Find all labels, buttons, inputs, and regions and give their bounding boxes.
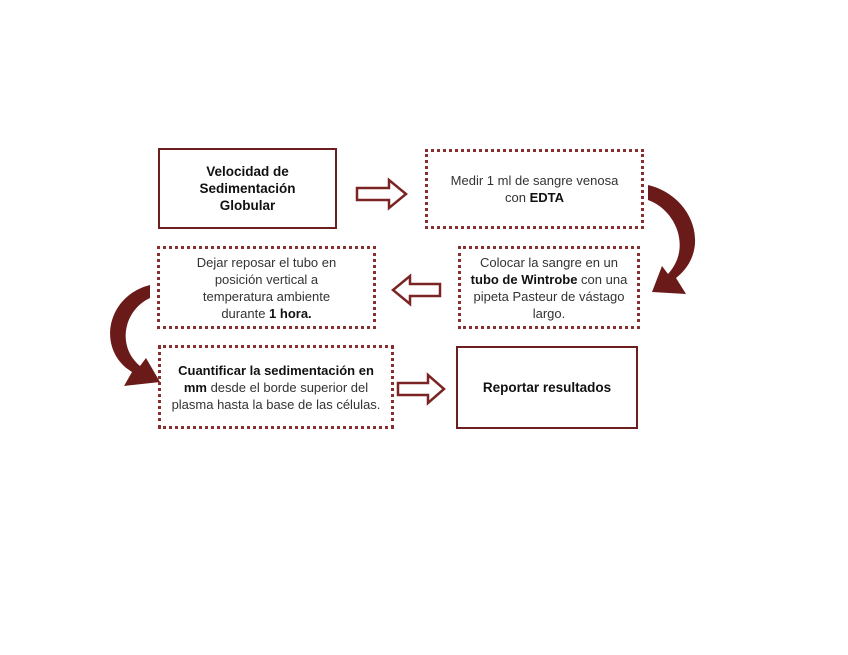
step2-text: Colocar la sangre en un tubo de Wintrobe… — [469, 254, 629, 322]
step4-text: Cuantificar la sedimentación en mm desde… — [165, 362, 387, 413]
step4-box: Cuantificar la sedimentación en mm desde… — [158, 345, 394, 429]
step4-text-post: desde el borde superior del plasma hasta… — [171, 379, 381, 412]
title-text: Velocidad de Sedimentación Globular — [199, 163, 295, 214]
step5-text: Reportar resultados — [482, 380, 612, 395]
step2-text-bold: tubo de Wintrobe — [470, 271, 578, 287]
step1-text-bold: EDTA — [529, 190, 564, 205]
step1-text-pre: Medir 1 ml de sangre venosa con — [450, 173, 619, 205]
step1-box: Medir 1 ml de sangre venosa con EDTA — [425, 149, 644, 229]
arrow-right-1 — [355, 177, 408, 211]
step3-text: Dejar reposar el tubo en posición vertic… — [182, 254, 352, 322]
curved-arrow-left — [110, 285, 160, 386]
step4-text-bold: Cuantificar la sedimentación en mm — [178, 362, 374, 395]
step2-text-post: con una pipeta Pasteur de vástago largo. — [473, 271, 628, 321]
curved-arrow-right — [648, 185, 696, 294]
step2-box: Colocar la sangre en un tubo de Wintrobe… — [458, 246, 640, 329]
step3-box: Dejar reposar el tubo en posición vertic… — [157, 246, 376, 329]
title-line-2: Sedimentación — [199, 181, 296, 196]
step2-text-pre: Colocar la sangre en un — [479, 254, 619, 270]
step5-box: Reportar resultados — [456, 346, 638, 429]
step1-text: Medir 1 ml de sangre venosa con EDTA — [445, 172, 625, 206]
arrow-left-2 — [391, 273, 442, 307]
title-box: Velocidad de Sedimentación Globular — [158, 148, 337, 229]
arrow-right-3 — [396, 372, 446, 406]
title-line-1: Velocidad de — [206, 164, 289, 179]
step3-text-bold: 1 hora. — [269, 305, 312, 321]
title-line-3: Globular — [219, 198, 276, 213]
step3-text-pre: Dejar reposar el tubo en posición vertic… — [196, 254, 337, 321]
